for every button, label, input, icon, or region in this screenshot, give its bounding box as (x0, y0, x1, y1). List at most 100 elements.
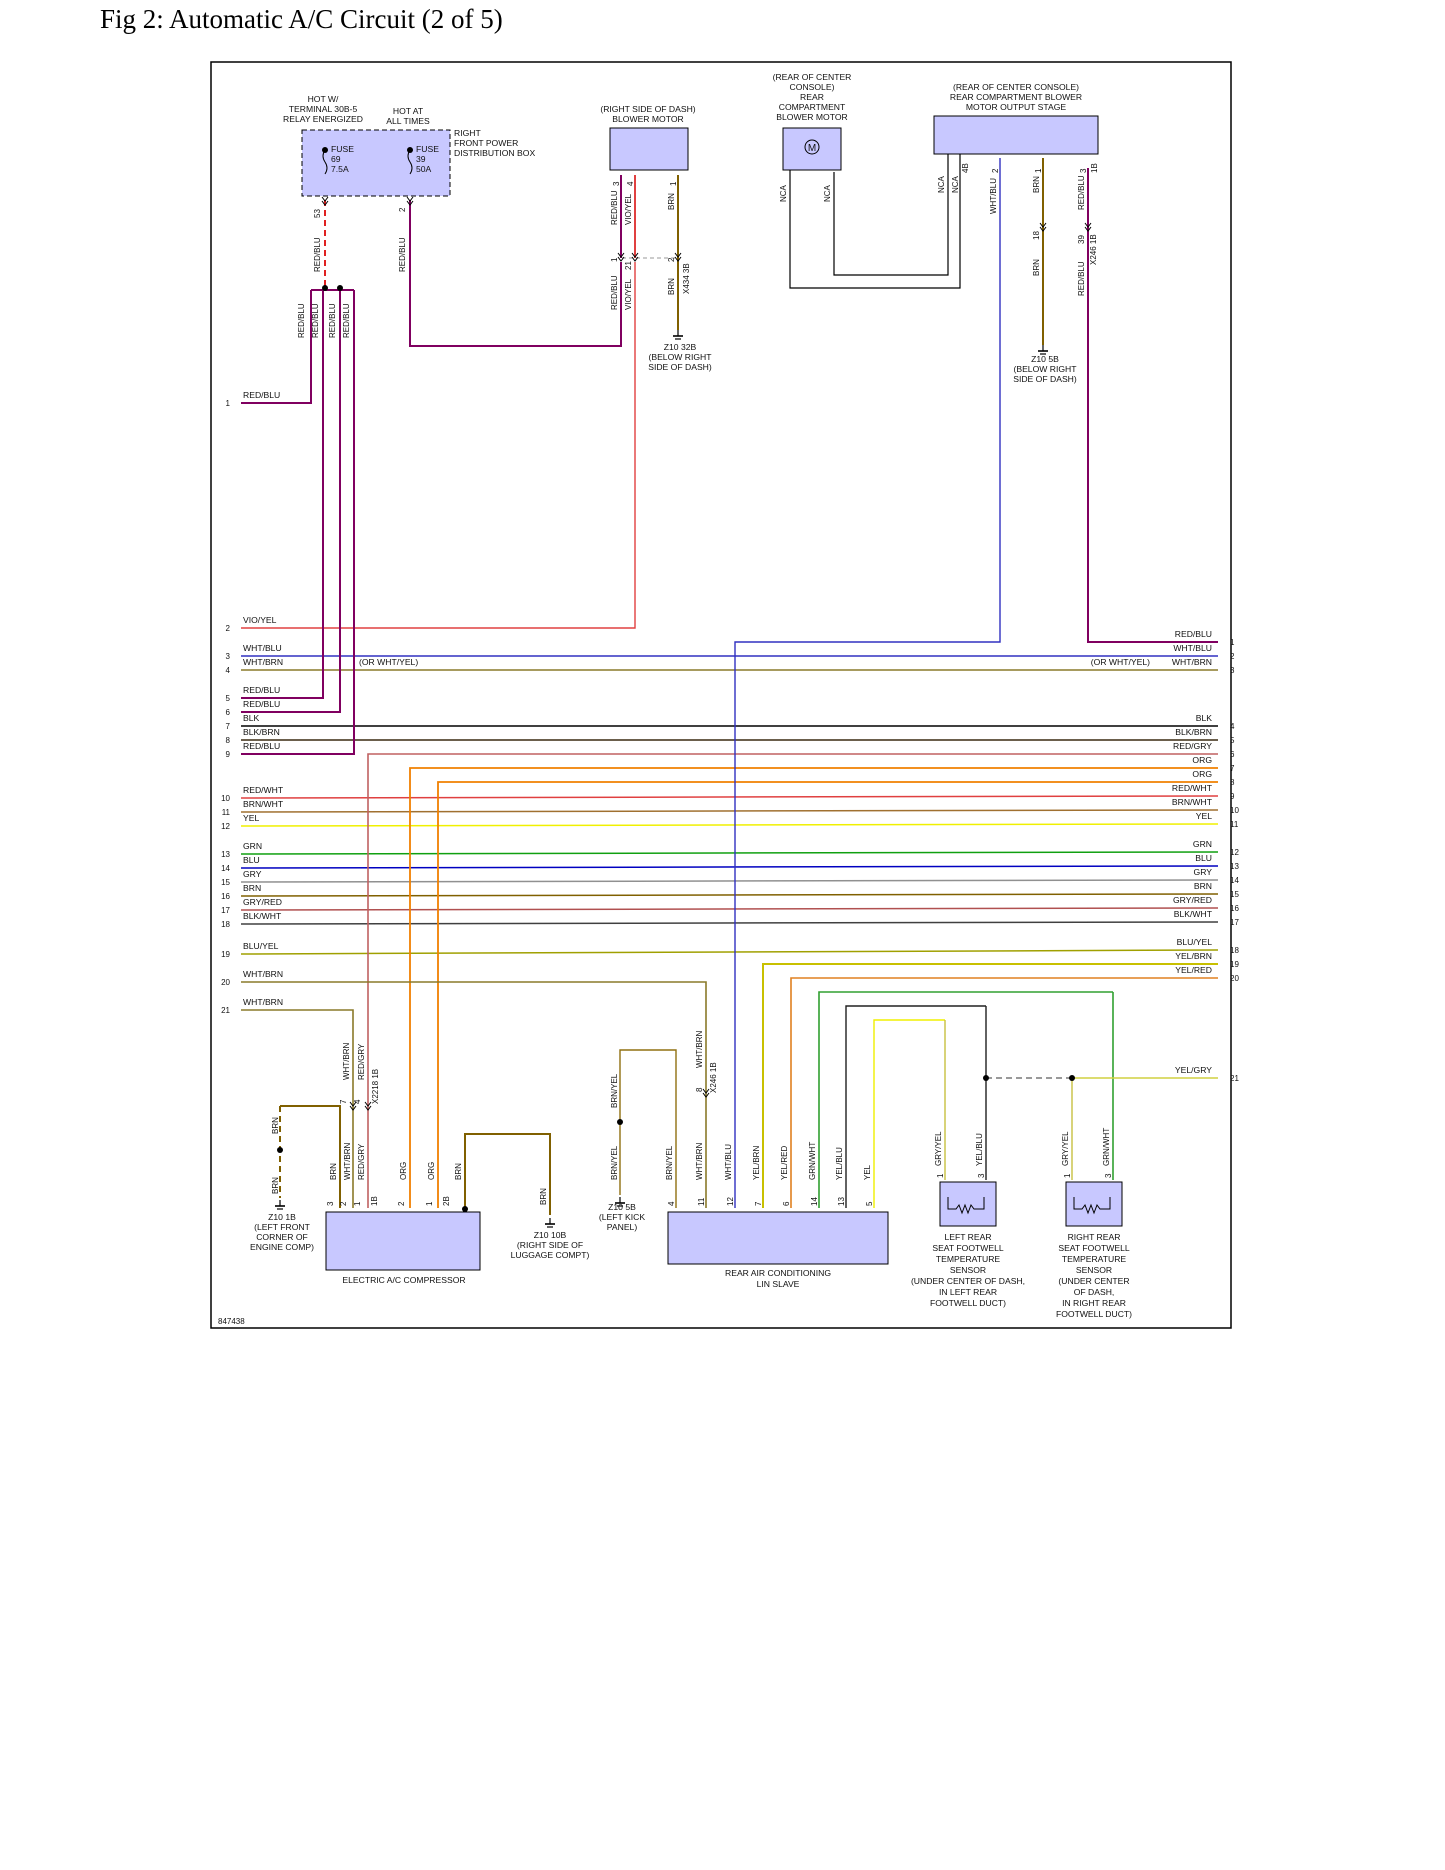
left-wire-label: BLK/BRN (243, 727, 280, 737)
lin-slave-pin: 11 (697, 1197, 706, 1206)
wires-layer (240, 150, 1219, 1215)
left-wire-number: 11 (222, 808, 231, 817)
left-wire-number: 20 (221, 978, 230, 987)
vertical-wire-label: RED/BLU (328, 303, 337, 338)
vertical-wire-label: RED/GRY (357, 1143, 366, 1180)
right-wire-number: 14 (1230, 876, 1239, 885)
connector-pin-number: 1 (610, 257, 619, 262)
wire-red-blu-6 (241, 290, 341, 713)
fuse-39-icon (407, 149, 413, 175)
blower-motor-name: (RIGHT SIDE OF DASH) (600, 104, 695, 114)
vertical-wire-label: RED/BLU (610, 190, 619, 225)
hot-always-label: ALL TIMES (386, 116, 430, 126)
vertical-wire-label: WHT/BRN (695, 1142, 704, 1180)
connector-mark (674, 252, 682, 258)
right-wire-number: 7 (1230, 764, 1235, 773)
wire-brn-yel (619, 1049, 677, 1208)
fuse-69-label: 7.5A (331, 164, 349, 174)
fuse-pin-53: 53 (313, 209, 322, 218)
left-wire-number: 4 (226, 666, 231, 675)
splice-dot (462, 1206, 468, 1212)
vertical-wire-label: RED/BLU (398, 237, 407, 272)
right-sensor-name: (UNDER CENTER (1058, 1276, 1129, 1286)
splice-dot (337, 285, 343, 291)
bus-wire (240, 921, 1219, 925)
wire-red-gry (367, 753, 1218, 1208)
vertical-wire-label: RED/BLU (313, 237, 322, 272)
left-wire-number: 3 (226, 652, 231, 661)
output-stage-pin: 3 (1079, 168, 1088, 173)
right-wire-label: WHT/BLU (1173, 643, 1212, 653)
right-wire-number: 5 (1230, 736, 1235, 745)
wire-brn-compressor (280, 1105, 341, 1208)
ground-z10-5b-bottom-label: Z10 5B (608, 1202, 636, 1212)
ground-z10-10b-label: Z10 10B (534, 1230, 567, 1240)
vertical-wire-label: GRY/YEL (934, 1131, 943, 1166)
connector-pin-number: 18 (1032, 231, 1041, 240)
left-wire-number: 15 (221, 878, 230, 887)
left-sensor-pin-3: 3 (977, 1173, 986, 1178)
left-wire-label: BRN (243, 883, 261, 893)
connector-mark-b (321, 200, 329, 206)
right-wire-number: 1 (1230, 638, 1235, 647)
connector-mark (349, 1101, 357, 1107)
lin-slave-pin: 14 (810, 1197, 819, 1206)
connector-mark (1084, 222, 1092, 228)
rear-blower-motor-name: (REAR OF CENTER (773, 72, 852, 82)
ground-z10-5b-top-label: Z10 5B (1031, 354, 1059, 364)
ground-z10-1b-label: ENGINE COMP) (250, 1242, 314, 1252)
connector-x434-label: X434 3B (682, 263, 691, 294)
vertical-wire-label: VIO/YEL (624, 193, 633, 225)
compressor-pin: 1 (353, 1201, 362, 1206)
vertical-wire-label: BRN/YEL (665, 1145, 674, 1180)
right-sensor-name: RIGHT REAR (1068, 1232, 1121, 1242)
output-stage-name: MOTOR OUTPUT STAGE (966, 102, 1067, 112)
right-wire-number: 19 (1230, 960, 1239, 969)
right-wire-number: 18 (1230, 946, 1239, 955)
connector-pin-number: 8 (695, 1087, 704, 1092)
left-wire-label: BLK (243, 713, 260, 723)
bus-wire (240, 949, 1219, 955)
wire-red-blu-1 (241, 290, 312, 404)
connector-x246-top-label: X246 1B (1089, 234, 1098, 265)
bus-wire (240, 809, 1219, 813)
left-wire-label: RED/BLU (243, 685, 280, 695)
wire-yel-blu (845, 1005, 986, 1208)
left-wire-label: BRN/WHT (243, 799, 284, 809)
right-sensor-pin-1: 1 (1063, 1173, 1072, 1178)
right-wire-label: BLU/YEL (1177, 937, 1213, 947)
right-sensor-name: IN RIGHT REAR (1062, 1298, 1126, 1308)
left-sensor-name: SENSOR (950, 1265, 986, 1275)
vertical-wire-label: RED/BLU (342, 303, 351, 338)
vertical-wire-label: GRN/WHT (808, 1142, 817, 1180)
left-wire-label: WHT/BRN (243, 657, 283, 667)
hot-always-label: HOT AT (393, 106, 424, 116)
blower-motor-name: BLOWER MOTOR (612, 114, 683, 124)
rear-blower-motor-name: REAR (800, 92, 824, 102)
connector-mark-b (406, 200, 414, 206)
output-stage-pin: 2 (991, 168, 1000, 173)
wire-wht-brn-20 (241, 981, 707, 1208)
ground-z10-1b-label: CORNER OF (256, 1232, 308, 1242)
splice-dot (322, 285, 328, 291)
wire-org-1 (409, 767, 1218, 1208)
connector-mark-b (702, 1092, 710, 1098)
ground-z10-5b-bottom-label: PANEL) (607, 1222, 638, 1232)
left-wire-number: 5 (226, 694, 231, 703)
right-wire-number: 4 (1230, 722, 1235, 731)
wire-red-blu-fuse39 (409, 200, 622, 347)
vertical-wire-label: VIO/YEL (624, 278, 633, 310)
wire-grn-wht (818, 991, 1113, 1208)
fuse-39-label: 50A (416, 164, 432, 174)
vertical-wire-label: ORG (399, 1162, 408, 1180)
fuse-69-label: 69 (331, 154, 341, 164)
connector-x2218-label: X2218 1B (371, 1069, 380, 1104)
vertical-wire-label: NCA (823, 184, 832, 202)
left-wire-number: 13 (221, 850, 230, 859)
splice-dot (617, 1119, 623, 1125)
bus-wire (240, 795, 1219, 799)
connector-mark-b (1084, 226, 1092, 232)
vertical-wire-label: BRN (1032, 259, 1041, 276)
fuse-69-icon (322, 149, 328, 175)
wire-yel (873, 1019, 945, 1208)
